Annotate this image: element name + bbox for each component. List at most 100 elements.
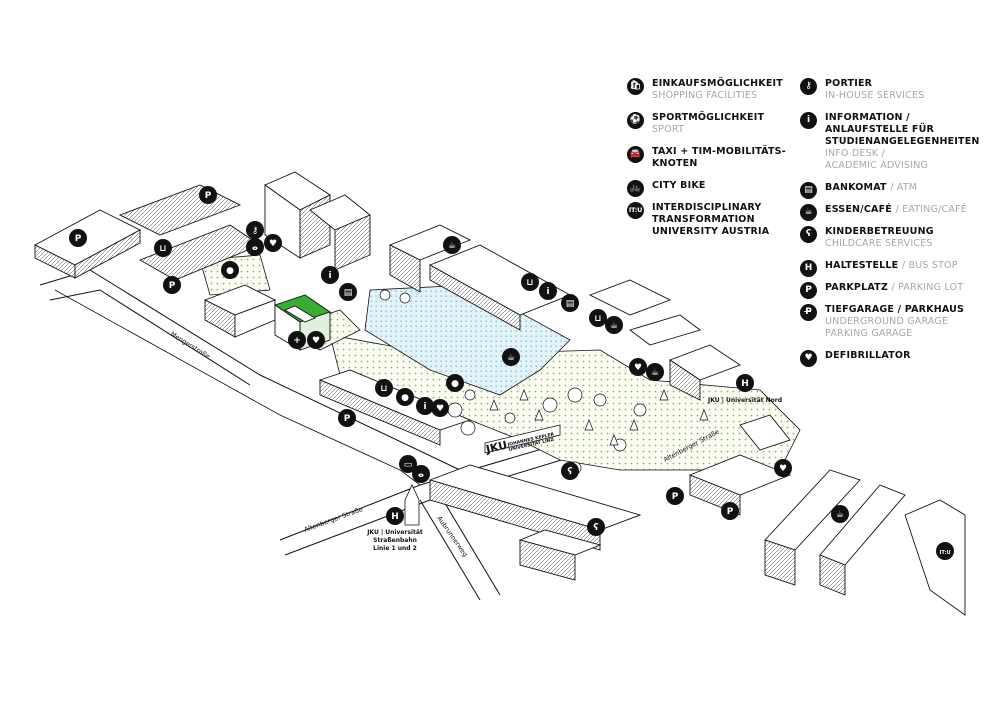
legend-label-de: EINKAUFSMÖGLICHKEIT bbox=[652, 78, 783, 89]
coffee-cup-icon[interactable]: ☕ bbox=[502, 348, 520, 366]
info-icon[interactable]: i bbox=[416, 397, 434, 415]
svg-text:☕: ☕ bbox=[651, 368, 659, 378]
defibrillator-icon[interactable]: ♥ bbox=[774, 459, 792, 477]
parking-icon: P bbox=[800, 282, 817, 299]
parking-garage-icon[interactable]: P bbox=[721, 502, 739, 520]
defibrillator-icon[interactable]: ♥ bbox=[307, 331, 325, 349]
it-u-icon: IT:U bbox=[627, 202, 644, 219]
car-icon[interactable]: ▭ bbox=[399, 455, 417, 473]
svg-text:P: P bbox=[727, 507, 734, 517]
svg-text:P: P bbox=[344, 414, 351, 424]
football-icon[interactable]: ● bbox=[446, 374, 464, 392]
legend-item-bicycle: 🚲 CITY BIKE bbox=[627, 180, 807, 197]
svg-text:▤: ▤ bbox=[344, 288, 353, 298]
svg-text:JKU: JKU bbox=[484, 438, 509, 456]
shopping-bag-icon[interactable]: ⊔ bbox=[521, 273, 539, 291]
bus-stop-icon[interactable]: H bbox=[736, 374, 754, 392]
coffee-cup-icon[interactable]: ☕ bbox=[646, 363, 664, 381]
legend-label-de: SPORTMÖGLICHKEIT bbox=[652, 112, 765, 123]
svg-text:⊔: ⊔ bbox=[159, 244, 166, 254]
legend-item-atm: ▤BANKOMAT / ATM bbox=[800, 182, 995, 199]
svg-text:P: P bbox=[205, 191, 212, 201]
legend-item-parking: P PARKPLATZ / PARKING LOT bbox=[800, 282, 995, 299]
svg-text:i: i bbox=[328, 271, 331, 281]
football-icon[interactable]: ● bbox=[221, 261, 239, 279]
teddy-bear-icon: ʕ bbox=[800, 226, 817, 243]
info-icon: i bbox=[800, 112, 817, 129]
legend-label-en: CHILDCARE SERVICES bbox=[825, 238, 933, 249]
bicycle-icon: 🚲 bbox=[627, 180, 644, 197]
defibrillator-icon[interactable]: ♥ bbox=[264, 234, 282, 252]
coffee-cup-icon[interactable]: ☕ bbox=[605, 316, 623, 334]
info-icon[interactable]: i bbox=[321, 266, 339, 284]
defibrillator-icon: ♥ bbox=[800, 350, 817, 367]
bicycle-icon[interactable]: ⴰ bbox=[246, 238, 264, 256]
shopping-bag-icon[interactable]: ⊔ bbox=[375, 379, 393, 397]
svg-text:●: ● bbox=[226, 266, 234, 276]
legend-label-en: SPORT bbox=[652, 124, 684, 135]
legend-label-en: / ATM bbox=[890, 182, 918, 193]
shopping-bag-icon[interactable]: ⊔ bbox=[154, 239, 172, 257]
svg-text:☕: ☕ bbox=[610, 321, 618, 331]
legend-label-de: PORTIER bbox=[825, 78, 873, 89]
legend-label-de: PARKPLATZ / PARKING LOT bbox=[825, 282, 964, 293]
atm-icon[interactable]: ▤ bbox=[339, 283, 357, 301]
svg-text:☕: ☕ bbox=[507, 353, 515, 363]
tram-stop-label-line3: Linie 1 und 2 bbox=[373, 545, 417, 552]
road-mengerstrasse bbox=[39, 269, 461, 471]
legend-label-de: TAXI + TIM-MOBILITÄTS-KNOTEN bbox=[652, 146, 786, 169]
key-icon: ⚷ bbox=[800, 78, 817, 95]
coffee-cup-icon[interactable]: ☕ bbox=[443, 236, 461, 254]
atm-icon[interactable]: ▤ bbox=[561, 294, 579, 312]
bicycle-icon[interactable]: ⴰ bbox=[412, 465, 430, 483]
tram-stop-label-line1: JKU | Universität bbox=[366, 529, 423, 536]
coffee-cup-icon[interactable]: ☕ bbox=[831, 505, 849, 523]
teddy-bear-icon[interactable]: ʕ bbox=[587, 518, 605, 536]
svg-text:P: P bbox=[75, 234, 82, 244]
football-icon[interactable]: ● bbox=[396, 388, 414, 406]
atm-icon: ▤ bbox=[800, 182, 817, 199]
street-label-mengerstrasse: Mengerstraße bbox=[169, 330, 212, 361]
svg-text:♥: ♥ bbox=[779, 464, 787, 474]
svg-text:⊔: ⊔ bbox=[594, 314, 601, 324]
key-icon[interactable]: ⚷ bbox=[246, 221, 264, 239]
car-icon: 🚘 bbox=[627, 146, 644, 163]
svg-text:⊔: ⊔ bbox=[380, 384, 387, 394]
svg-text:⊔: ⊔ bbox=[526, 278, 533, 288]
svg-text:▭: ▭ bbox=[404, 460, 413, 470]
legend-label-en: / BUS STOP bbox=[901, 260, 958, 271]
shopping-bag-icon[interactable]: ⊔ bbox=[589, 309, 607, 327]
svg-text:i: i bbox=[546, 287, 549, 297]
legend-label-de: CITY BIKE bbox=[652, 180, 706, 191]
parking-icon[interactable]: P bbox=[199, 186, 217, 204]
parking-garage-icon: P̶ bbox=[800, 304, 817, 321]
legend-item-coffee-cup: ☕ESSEN/CAFÉ / EATING/CAFÉ bbox=[800, 204, 995, 221]
legend-label-en: IN-HOUSE SERVICES bbox=[825, 90, 925, 101]
street-label-aubrunnerweg: Aubrunnerweg bbox=[435, 515, 469, 559]
svg-text:IT:U: IT:U bbox=[939, 550, 950, 556]
svg-text:♥: ♥ bbox=[634, 363, 642, 373]
svg-text:i: i bbox=[423, 402, 426, 412]
parking-garage-icon[interactable]: P bbox=[666, 487, 684, 505]
teddy-bear-icon[interactable]: ʕ bbox=[561, 462, 579, 480]
svg-text:ⴰ: ⴰ bbox=[252, 243, 258, 253]
first-aid-icon[interactable]: + bbox=[288, 331, 306, 349]
parking-icon[interactable]: P bbox=[163, 276, 181, 294]
parking-garage-icon[interactable]: P bbox=[69, 229, 87, 247]
it-u-icon[interactable]: IT:U bbox=[936, 542, 954, 560]
legend-label-de: ESSEN/CAFÉ / EATING/CAFÉ bbox=[825, 204, 967, 215]
parking-icon[interactable]: P bbox=[338, 409, 356, 427]
defibrillator-icon[interactable]: ♥ bbox=[629, 358, 647, 376]
bus-stop-icon[interactable]: H bbox=[386, 507, 404, 525]
info-icon[interactable]: i bbox=[539, 282, 557, 300]
svg-text:ⴰ: ⴰ bbox=[418, 470, 424, 480]
defibrillator-icon[interactable]: ♥ bbox=[431, 399, 449, 417]
